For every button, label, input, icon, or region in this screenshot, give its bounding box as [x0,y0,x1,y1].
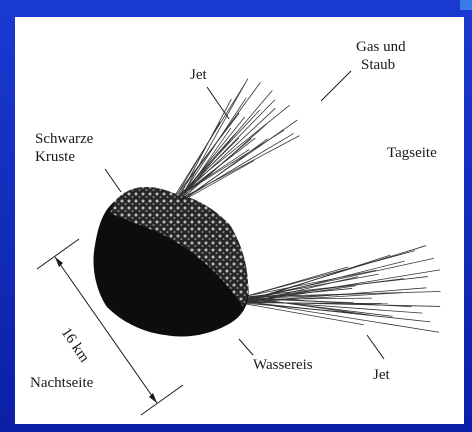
dimension-arrow-bottom [149,393,157,403]
jet-ray-upper-1 [178,79,248,203]
pointer-gas [321,71,351,101]
jet-rays-lower [240,246,441,333]
jet-ray-lower-27 [246,297,370,315]
dimension-arrow-top [55,257,63,267]
label-dust: Staub [361,57,395,74]
label-water-ice: Wassereis [253,357,313,374]
label-gas: Gas und [356,39,406,56]
jet-rays-upper [172,79,300,205]
jet-ray-lower-29 [241,303,364,325]
label-jet-bottom: Jet [373,367,390,384]
corner-mark [460,0,472,10]
label-night-side: Nachtseite [30,375,93,392]
pointer-jet-bottom [367,335,384,359]
pointer-water-ice [239,339,253,355]
pointer-crust [105,169,121,192]
diagram-panel: Jet Gas und Staub Schwarze Kruste Tagsei… [15,17,464,424]
jet-ray-upper-13 [175,138,239,201]
label-crust-line-1: Schwarze [35,131,93,148]
label-crust-line-2: Kruste [35,149,75,166]
label-day-side: Tagseite [387,145,437,162]
jet-ray-upper-17 [173,105,289,199]
pointer-jet-top [207,87,229,119]
label-jet-top: Jet [190,67,207,84]
jet-ray-upper-23 [178,133,294,202]
jet-ray-upper-7 [173,113,239,199]
